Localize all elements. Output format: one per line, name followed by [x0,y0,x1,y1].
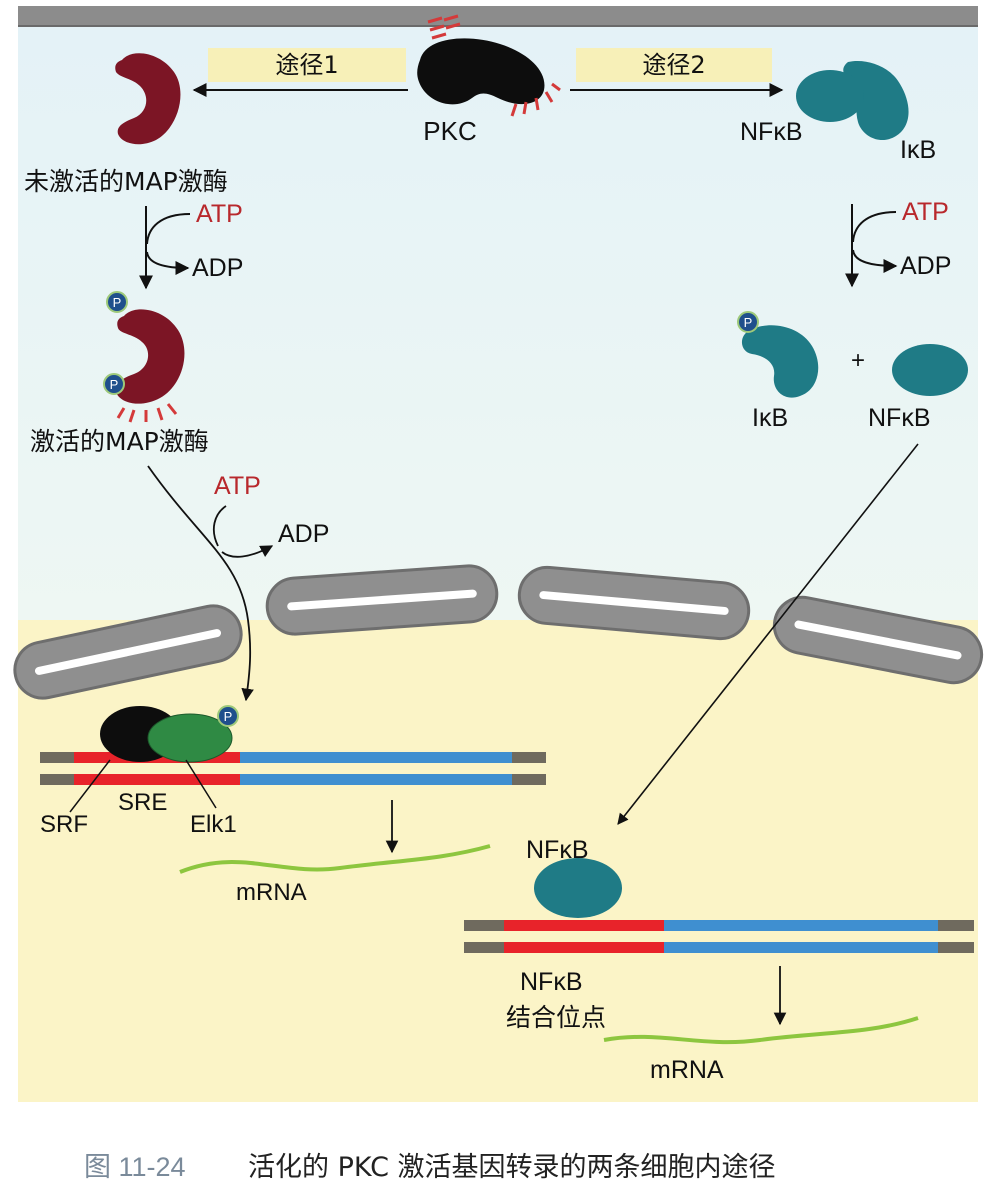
left-atp-step2 [212,505,274,558]
nfkb-mid-label: NFκB [868,404,931,432]
right-pathway-arrow [617,443,919,825]
phosphate-badge: P [217,705,239,727]
ikb-top-label: IκB [900,136,936,164]
pathway2-box [576,48,772,82]
nuclear-envelope [13,564,984,700]
right-mrna-label: mRNA [650,1056,724,1084]
nfkb-bound [534,858,622,918]
inactive-map-kinase [115,53,181,145]
inactive-map-kinase-label: 未激活的MAP激酶 [24,167,228,196]
nfkb-ikb-complex [796,60,909,141]
left-mrna [179,844,491,874]
right-adp: ADP [900,252,951,280]
left-atp-step1 [139,206,191,290]
right-dna [464,920,974,953]
left-atp1: ATP [196,200,243,228]
svg-text:P: P [224,709,233,724]
ikb-mid-label: IκB [752,404,788,432]
right-atp-step [845,204,898,288]
ikb-phosphorylated [741,325,819,398]
caption-number: 图 11-24 [84,1152,186,1182]
srf-label: SRF [40,811,88,838]
nfkb-site-label-line2: 结合位点 [506,1003,606,1032]
right-atp: ATP [902,198,949,226]
phosphate-badge: P [103,373,125,395]
plus-sign: + [851,347,865,374]
caption-text: 活化的 PKC 激活基因转录的两条细胞内途径 [248,1152,776,1183]
active-map-kinase [115,309,185,423]
nfkb-site-label-line1: NFκB [520,968,583,996]
left-adp1: ADP [192,254,243,282]
phosphate-badge: P [106,291,128,313]
pkc-enzyme [417,14,561,117]
elk1-label: Elk1 [190,811,237,838]
active-map-kinase-label: 激活的MAP激酶 [30,427,209,456]
plasma-membrane [18,6,978,26]
pathway1-label: 途径1 [275,51,338,79]
left-pathway-curve [147,465,254,702]
nucleus-region [18,620,978,1102]
sre-label: SRE [118,789,167,816]
phosphate-badge: P [737,311,759,333]
svg-text:P: P [113,295,122,310]
left-atp2: ATP [214,472,261,500]
elk1-protein [147,713,233,763]
svg-text:P: P [744,315,753,330]
pathway1-box [208,48,406,82]
right-mrna [603,1016,919,1045]
nfkb-top-label: NFκB [740,118,803,146]
pkc-label: PKC [423,116,476,146]
left-adp2: ADP [278,520,329,548]
nfkb-free [892,344,968,396]
pathway2-label: 途径2 [642,51,705,79]
cytoplasm-region [18,24,978,624]
left-mrna-label: mRNA [236,879,307,906]
svg-text:P: P [110,377,119,392]
